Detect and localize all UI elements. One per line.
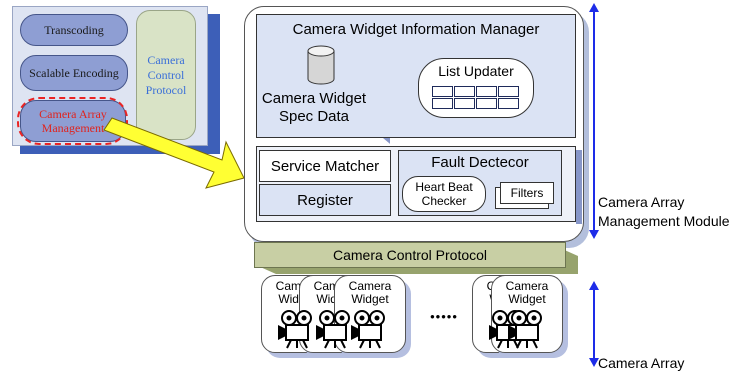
list-updater-label: List Updater [438, 63, 514, 79]
list-cell [476, 86, 497, 97]
service-matcher-box: Service Matcher [259, 150, 391, 182]
scalable-encoding-box: Scalable Encoding [20, 55, 128, 91]
matcher-section-side [576, 150, 582, 224]
spec-data-label: Camera Widget Spec Data [261, 90, 367, 125]
camera-array-management-highlight [17, 97, 128, 145]
camera-control-protocol-bar: Camera Control Protocol [254, 242, 566, 268]
list-cell [432, 98, 453, 109]
more-widgets-dots: ••••• [430, 308, 458, 324]
transcoding-box: Transcoding [20, 14, 128, 46]
list-cell [432, 86, 453, 97]
heartbeat-checker-box: Heart Beat Checker [402, 176, 486, 212]
widget-label-line2: Widget [351, 292, 389, 306]
camera-control-protocol-box: Camera Control Protocol [136, 10, 196, 140]
widget-label-line1: Camera [505, 279, 549, 293]
widget-label-line2: Widget [508, 292, 546, 306]
info-manager-title: Camera Widget Information Manager [292, 20, 540, 38]
list-cell [498, 86, 519, 97]
list-cell [454, 86, 475, 97]
list-cell [476, 98, 497, 109]
list-cell [454, 98, 475, 109]
list-table-icon [432, 86, 520, 110]
fault-detector-title: Fault Dectecor [431, 153, 529, 171]
filters-box: Filters [500, 182, 554, 204]
array-side-label: Camera Array [598, 355, 685, 371]
widget-label-line1: Camera [348, 279, 392, 293]
list-cell [498, 98, 519, 109]
module-span-arrow [589, 3, 599, 367]
register-box: Register [259, 184, 391, 216]
database-icon [307, 45, 335, 85]
module-side-label: Camera Array Management Module [598, 194, 730, 229]
